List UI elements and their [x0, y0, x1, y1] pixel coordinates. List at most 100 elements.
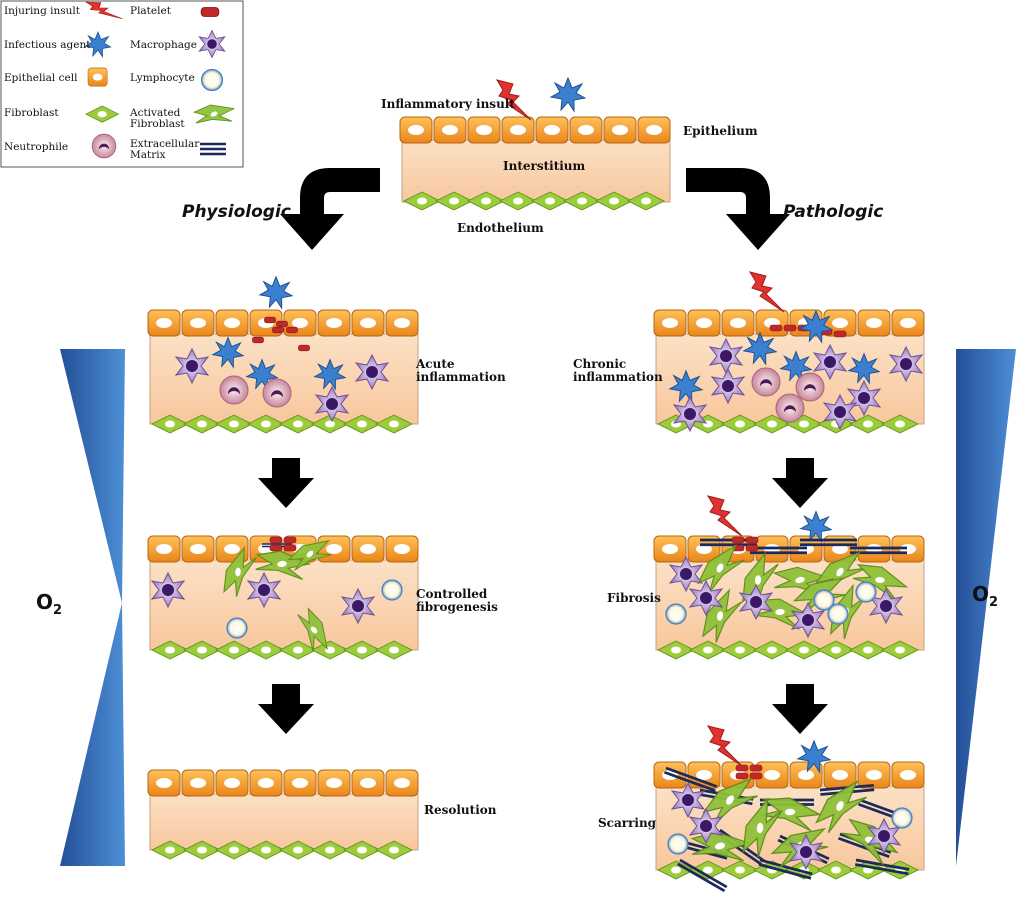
- lymphocyte: [665, 603, 687, 625]
- label-scarring: Scarring: [598, 816, 657, 830]
- lymphocyte: [827, 603, 849, 625]
- platelet: [731, 536, 745, 544]
- lymphocyte: [667, 833, 689, 855]
- neutrophile: [775, 393, 805, 423]
- legend-label-lymphocyte: Lymphocyte: [130, 72, 195, 84]
- legend-label-extracellular-matrix: Extracellular Matrix: [130, 138, 200, 161]
- epithelial-cell: [385, 769, 419, 797]
- legend-label-fibroblast: Fibroblast: [4, 107, 59, 119]
- o2-wedge-left-bottom: [60, 603, 125, 866]
- label-inflammatory-insult: Inflammatory insult: [381, 97, 515, 111]
- label-pathologic: Pathologic: [783, 202, 884, 222]
- neutrophile: [219, 375, 249, 405]
- legend-label-activated-fibroblast: Activated Fibroblast: [130, 107, 185, 130]
- epithelial-cell-icon: [87, 67, 108, 87]
- label-o2-left: O2: [36, 590, 62, 618]
- epithelial-cell: [385, 309, 419, 337]
- epithelial-cell: [181, 769, 215, 797]
- lymphocyte: [855, 581, 877, 603]
- epithelial-cell: [317, 769, 351, 797]
- epithelial-cell: [283, 769, 317, 797]
- platelet: [745, 536, 759, 544]
- epithelial-cell: [181, 535, 215, 563]
- epithelial-cell: [653, 309, 687, 337]
- epithelial-cell: [147, 769, 181, 797]
- legend-label-infectious-agent: Infectious agent: [4, 39, 91, 51]
- arrow-pathologic: [686, 168, 790, 250]
- platelet: [745, 544, 759, 552]
- infectious-agent-icon: [550, 77, 586, 112]
- platelet: [269, 536, 283, 544]
- lymphocyte: [381, 579, 403, 601]
- platelet: [298, 344, 310, 352]
- epithelial-cell: [721, 309, 755, 337]
- legend-icons: [84, 0, 235, 159]
- platelet-icon: [200, 7, 220, 17]
- label-epithelium: Epithelium: [683, 124, 758, 138]
- platelet: [833, 330, 847, 338]
- o2-wedge-left-top: [60, 349, 125, 603]
- platelet: [286, 326, 298, 334]
- lymphocyte-icon: [200, 68, 224, 92]
- platelet: [269, 544, 283, 552]
- epithelial-cell: [857, 761, 891, 789]
- tissue-resolution: [149, 793, 419, 851]
- epithelial-cell: [147, 309, 181, 337]
- epithelial-cell: [755, 309, 789, 337]
- neutrophile: [795, 372, 825, 402]
- epithelial-cell: [351, 309, 385, 337]
- platelet: [283, 536, 297, 544]
- label-acute-inflammation: Acute inflammation: [416, 357, 506, 384]
- legend-label-injuring-insult: Injuring insult: [4, 5, 80, 17]
- insult: [707, 495, 743, 537]
- platelet: [735, 764, 749, 772]
- platelet: [272, 326, 284, 334]
- platelet: [769, 324, 783, 332]
- platelet: [749, 764, 763, 772]
- legend-label-macrophage: Macrophage: [130, 39, 197, 51]
- epithelial-cell: [891, 309, 925, 337]
- label-resolution: Resolution: [424, 803, 497, 817]
- platelet: [276, 320, 288, 328]
- platelet: [283, 544, 297, 552]
- neutrophile: [262, 378, 292, 408]
- epithelial-cell: [215, 769, 249, 797]
- epithelial-cell: [317, 535, 351, 563]
- neutrophile: [751, 367, 781, 397]
- platelet: [252, 336, 264, 344]
- epithelial-cell: [823, 761, 857, 789]
- arrow-down-left-2: [258, 684, 314, 734]
- lymphocyte: [891, 807, 913, 829]
- epithelial-cell: [687, 761, 721, 789]
- arrow-down-left-1: [258, 458, 314, 508]
- label-o2-right: O2: [972, 582, 998, 610]
- epithelial-cell: [351, 535, 385, 563]
- legend-label-neutrophile: Neutrophile: [4, 141, 69, 153]
- platelet: [735, 772, 749, 780]
- o2-wedge-right: [956, 349, 1016, 866]
- epithelial-cell: [351, 769, 385, 797]
- tissue-top: [399, 77, 671, 211]
- epithelium-row: [399, 116, 671, 144]
- epithelial-cell: [215, 309, 249, 337]
- insult: [707, 725, 743, 767]
- epithelial-cell: [687, 309, 721, 337]
- neutrophile-icon: [91, 133, 117, 159]
- label-physiologic: Physiologic: [182, 202, 291, 222]
- label-interstitium: Interstitium: [503, 159, 586, 173]
- label-controlled-fibrogenesis: Controlled fibrogenesis: [416, 587, 498, 614]
- arrow-physiologic: [280, 168, 380, 250]
- lymphocyte: [226, 617, 248, 639]
- epithelial-cell: [653, 535, 687, 563]
- legend-label-epithelial-cell: Epithelial cell: [4, 72, 78, 84]
- insult: [749, 271, 785, 313]
- o2-right-subscript: 2: [989, 595, 999, 610]
- infectious-agent: [259, 276, 293, 309]
- epithelial-cell: [181, 309, 215, 337]
- epithelial-cell: [857, 309, 891, 337]
- tissue-controlled-fibrogenesis: [149, 559, 419, 651]
- o2-left-symbol: O: [36, 590, 54, 614]
- arrow-down-right-1: [772, 458, 828, 508]
- o2-right-symbol: O: [972, 582, 990, 606]
